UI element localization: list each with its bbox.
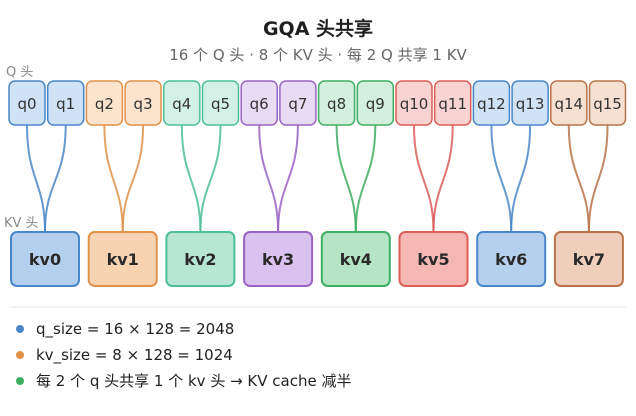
kv-head-label: kv6 (495, 250, 527, 269)
q-head-box-q12 (472, 80, 511, 126)
legend-dot-icon (16, 376, 24, 385)
q-head-box-q5 (201, 80, 240, 126)
connector-q15-kv7 (587, 124, 609, 233)
q-head-box-q0 (8, 80, 46, 126)
q-head-label: q10 (400, 95, 429, 113)
connector-q2-kv1 (103, 124, 124, 233)
q-head-label: q2 (95, 95, 114, 113)
q-row-label: Q 头 (6, 65, 33, 80)
connector-q3-kv1 (121, 124, 145, 233)
kv-head-box-kv4 (320, 231, 391, 287)
q-head-box-q9 (356, 80, 395, 126)
connector-q5-kv2 (199, 124, 222, 233)
legend-text: kv_size = 8 × 128 = 1024 (36, 346, 233, 364)
connector-q13-kv6 (510, 124, 532, 233)
q-head-label: q6 (250, 95, 269, 113)
q-head-box-q7 (279, 80, 317, 126)
legend-dot-icon (16, 325, 24, 333)
q-head-label: q9 (366, 95, 385, 113)
q-head-box-q4 (163, 80, 201, 126)
kv-head-box-kv1 (87, 231, 158, 287)
connector-q0-kv0 (26, 124, 46, 233)
q-head-label: q8 (327, 95, 346, 113)
legend-item-sharing: 每 2 个 q 头共享 1 个 kv 头 → KV cache 减半 (16, 370, 351, 391)
kv-head-label: kv2 (184, 250, 216, 269)
q-head-label: q3 (134, 95, 153, 113)
q-head-box-q14 (550, 80, 588, 126)
q-head-box-q15 (588, 80, 627, 126)
q-head-label: q11 (438, 95, 467, 113)
kv-head-label: kv3 (262, 250, 294, 269)
kv-head-box-kv5 (398, 231, 469, 287)
connector-q14-kv7 (567, 124, 590, 233)
connector-q1-kv0 (44, 124, 67, 233)
q-head-box-q13 (511, 80, 549, 126)
q-head-label: q7 (288, 95, 307, 113)
kv-head-label: kv4 (340, 250, 372, 269)
legend-item-kv-size: kv_size = 8 × 128 = 1024 (16, 346, 233, 364)
q-head-box-q2 (85, 80, 124, 126)
q-head-box-q8 (317, 80, 356, 126)
connector-q10-kv5 (413, 124, 435, 233)
diagram-subtitle: 16 个 Q 头 · 8 个 KV 头 · 每 2 Q 共享 1 KV (169, 46, 467, 64)
connector-q6-kv3 (258, 124, 280, 233)
kv-head-box-kv7 (553, 231, 624, 287)
legend-text: 每 2 个 q 头共享 1 个 kv 头 → KV cache 减半 (36, 372, 352, 390)
legend-text: q_size = 16 × 128 = 2048 (36, 320, 235, 338)
connector-q9-kv4 (354, 124, 377, 233)
connector-q11-kv5 (432, 124, 454, 233)
legend-dot-icon (16, 351, 24, 359)
kv-head-label: kv0 (29, 250, 61, 269)
q-head-box-q3 (124, 80, 162, 126)
diagram-title: GQA 头共享 (262, 18, 374, 40)
kv-head-box-kv6 (476, 231, 547, 287)
q-head-box-q10 (395, 80, 433, 126)
kv-head-label: kv1 (107, 250, 139, 269)
q-head-label: q1 (56, 95, 75, 113)
kv-head-box-kv3 (243, 231, 314, 287)
kv-head-label: kv7 (573, 250, 605, 269)
q-head-label: q4 (172, 95, 191, 113)
q-head-box-q11 (433, 80, 472, 126)
q-head-box-q1 (46, 80, 85, 126)
kv-head-label: kv5 (417, 250, 449, 269)
kv-row-label: KV 头 (4, 216, 39, 231)
connector-q8-kv4 (335, 124, 357, 233)
kv-head-box-kv0 (10, 231, 80, 287)
q-head-label: q0 (17, 95, 36, 113)
q-head-label: q14 (554, 95, 583, 113)
q-head-label: q13 (516, 95, 545, 113)
q-head-label: q5 (211, 95, 230, 113)
connector-q4-kv2 (180, 124, 202, 233)
legend-item-q-size: q_size = 16 × 128 = 2048 (16, 320, 234, 338)
kv-head-box-kv2 (165, 231, 236, 287)
q-head-box-q6 (240, 80, 278, 126)
q-head-label: q15 (593, 95, 622, 113)
q-head-label: q12 (477, 95, 506, 113)
connector-q7-kv3 (277, 124, 299, 233)
connector-q12-kv6 (490, 124, 513, 233)
